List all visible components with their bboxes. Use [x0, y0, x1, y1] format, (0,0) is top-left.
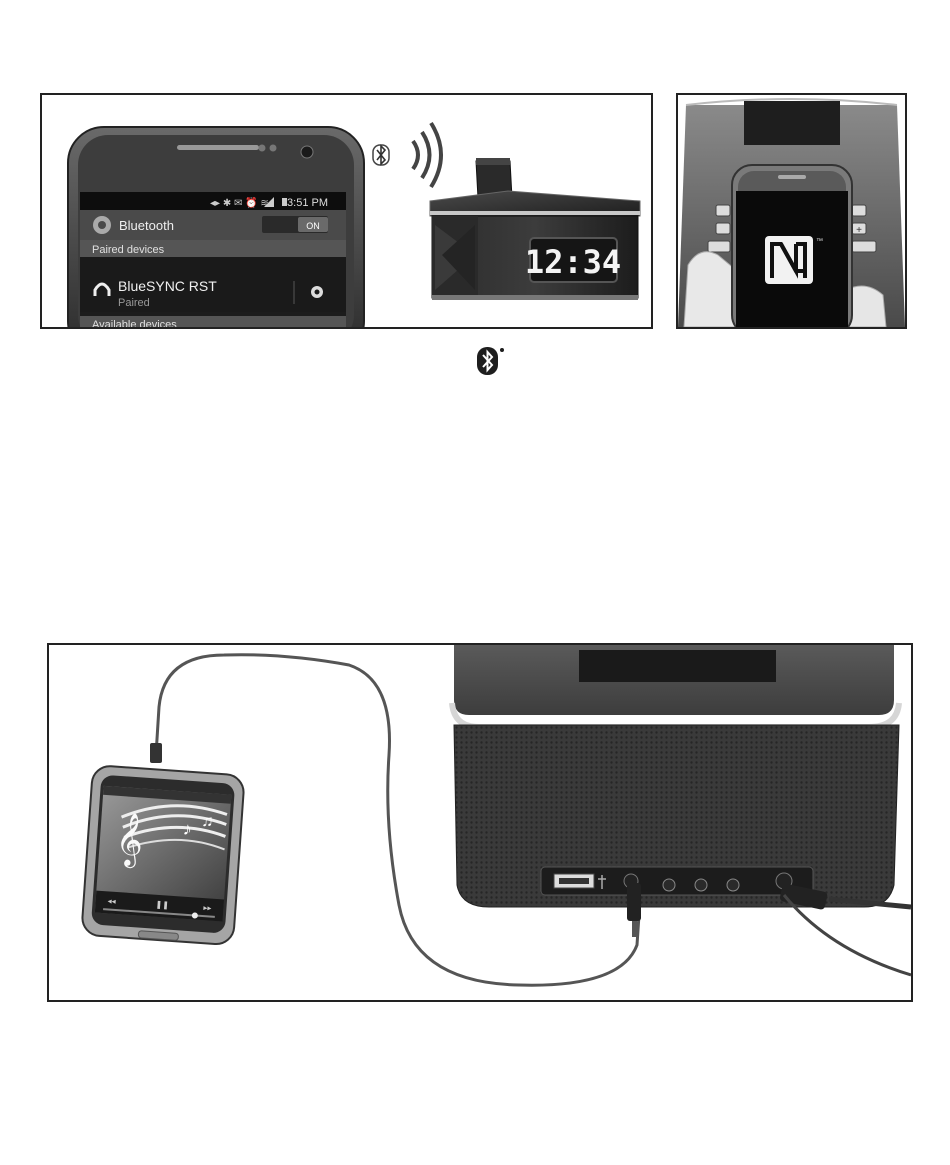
- bluetooth-header-title: Bluetooth: [119, 218, 174, 233]
- next-icon[interactable]: ▸▸: [203, 903, 212, 913]
- smartphone: ™: [732, 165, 852, 327]
- dock-slot: [744, 101, 840, 145]
- paired-device-row[interactable]: BlueSYNC RST Paired: [80, 257, 346, 312]
- available-devices-label: Available devices: [92, 319, 177, 327]
- bluetooth-pairing-illustration: 3:51 PM ◂▸ ✱ ✉ ⏰ ≋ Bluetooth ON Paired d…: [40, 93, 653, 329]
- svg-text:+: +: [856, 225, 862, 236]
- battery-icon: [282, 198, 287, 206]
- nfc-trademark: ™: [816, 238, 823, 245]
- phone-sensor: [270, 145, 277, 152]
- nfc-pairing-illustration: + ™: [676, 93, 907, 329]
- previous-icon[interactable]: ◂◂: [107, 896, 116, 906]
- rear-button: [663, 879, 675, 891]
- dock-slot: [579, 650, 776, 682]
- aux-cable-illustration: 𝄞 ♪ ♫ ◂◂ ❚❚ ▸▸: [47, 643, 913, 1002]
- phone-camera: [301, 146, 313, 158]
- phone-sensor: [259, 145, 266, 152]
- smartphone: 𝄞 ♪ ♫ ◂◂ ❚❚ ▸▸: [81, 765, 244, 945]
- hand: [684, 252, 736, 327]
- phone-speaker-grille: [177, 145, 259, 150]
- rear-button: [727, 879, 739, 891]
- device-settings-gear-icon[interactable]: [311, 286, 323, 298]
- treble-clef-icon: 𝄞: [114, 812, 145, 869]
- wireless-waves-icon: [413, 141, 418, 169]
- nfc-scene: + ™: [678, 95, 905, 327]
- device-name: BlueSYNC RST: [118, 278, 217, 294]
- paired-devices-label: Paired devices: [92, 244, 165, 256]
- bluetooth-icon: [476, 345, 506, 377]
- aux-plug-phone: [150, 743, 162, 763]
- device-status: Paired: [118, 297, 150, 309]
- status-time: 3:51 PM: [287, 197, 328, 209]
- aux-scene: 𝄞 ♪ ♫ ◂◂ ❚❚ ▸▸: [49, 645, 911, 1000]
- clock-time: 12:34: [525, 243, 621, 281]
- phone-screen: 3:51 PM ◂▸ ✱ ✉ ⏰ ≋ Bluetooth ON Paired d…: [80, 192, 346, 327]
- status-icons: ◂▸ ✱ ✉ ⏰ ≋: [210, 196, 269, 209]
- svg-text:♪: ♪: [182, 818, 192, 839]
- bluetooth-scene: 3:51 PM ◂▸ ✱ ✉ ⏰ ≋ Bluetooth ON Paired d…: [42, 95, 651, 327]
- bluetooth-signal: [373, 123, 441, 187]
- rear-button: [695, 879, 707, 891]
- smartphone: 3:51 PM ◂▸ ✱ ✉ ⏰ ≋ Bluetooth ON Paired d…: [68, 127, 364, 327]
- clock-radio: 12:34: [430, 158, 640, 300]
- pause-icon[interactable]: ❚❚: [155, 900, 169, 910]
- bluetooth-toggle-label: ON: [306, 221, 320, 231]
- svg-text:♫: ♫: [201, 813, 214, 831]
- aux-plug-speaker: [627, 883, 641, 921]
- clock-radio-speaker: [452, 645, 899, 907]
